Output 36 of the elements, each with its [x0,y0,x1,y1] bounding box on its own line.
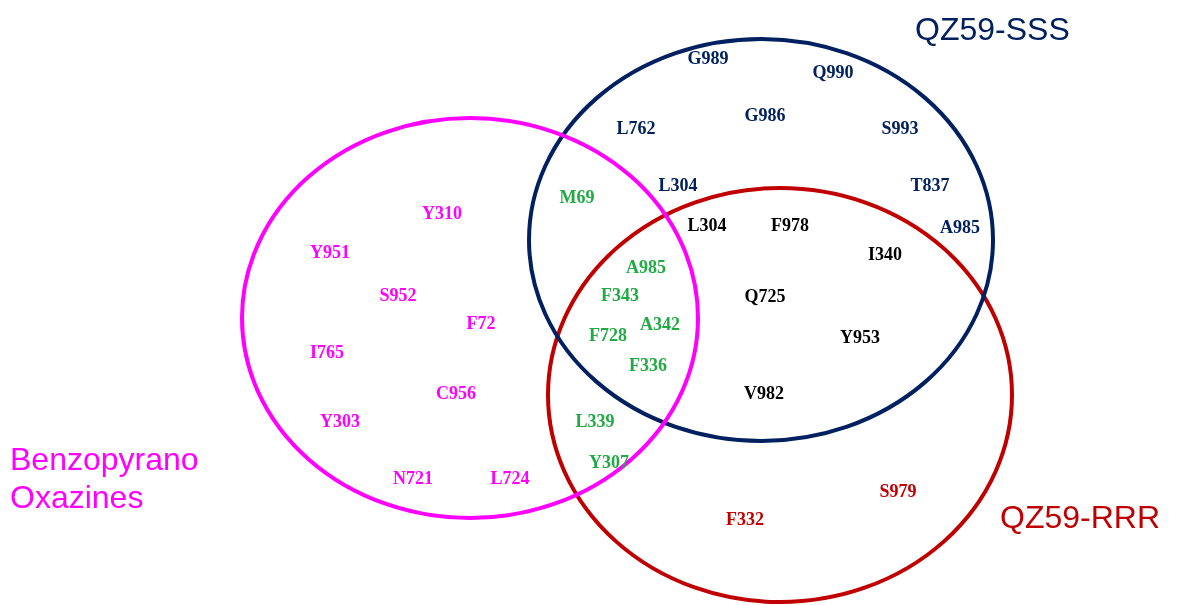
residue-label: A985 [626,256,666,278]
set-title: Benzopyrano Oxazines [10,440,200,516]
residue-label: Q725 [744,285,786,307]
residue-label: I340 [868,243,902,265]
residue-label: S993 [881,117,919,139]
residue-label: Y953 [840,326,880,348]
residue-label: G989 [687,47,729,69]
set-title: QZ59-SSS [915,10,1071,48]
residue-label: S952 [379,284,417,306]
residue-label: C956 [436,382,476,404]
residue-label: F332 [726,508,764,530]
residue-label: Y303 [320,410,360,432]
residue-label: Q990 [812,61,854,83]
residue-label: F343 [601,284,639,306]
residue-label: T837 [910,174,950,196]
residue-label: A342 [640,313,680,335]
residue-label: F728 [589,324,627,346]
residue-label: G986 [744,104,786,126]
residue-label: F978 [771,214,809,236]
set-title: QZ59-RRR [1000,498,1161,536]
residue-label: A985 [940,216,980,238]
residue-label: V982 [744,382,784,404]
residue-label: I765 [310,341,344,363]
residue-label: L724 [490,467,530,489]
residue-label: L304 [658,174,698,196]
residue-label: Y307 [589,451,629,473]
residue-label: S979 [879,480,917,502]
residue-label: L762 [616,117,656,139]
residue-label: F72 [466,312,496,334]
residue-label: F336 [629,354,667,376]
residue-label: M69 [559,186,595,208]
residue-label: Y951 [310,241,350,263]
residue-label: Y310 [422,202,462,224]
residue-label: N721 [393,467,433,489]
residue-label: L339 [575,410,615,432]
residue-label: L304 [687,214,727,236]
